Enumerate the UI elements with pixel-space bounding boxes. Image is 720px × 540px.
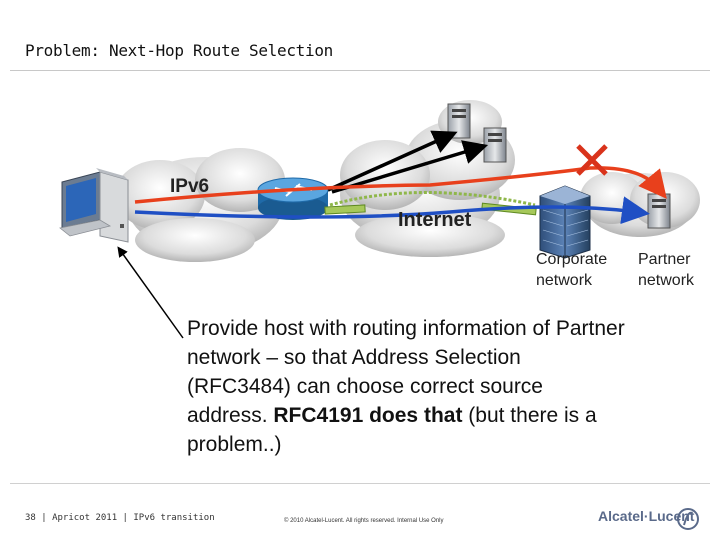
callout-pointer: [117, 246, 184, 339]
desktop-computer-icon: [59, 168, 129, 243]
office-building-icon: [539, 185, 591, 259]
partner-network-label: Partner network: [638, 251, 695, 289]
router-icon: [257, 177, 329, 220]
footer-slide-info: 38 | Apricot 2011 | IPv6 transition: [25, 513, 215, 523]
server-icon: [647, 193, 671, 229]
alcatel-lucent-logo-text: Alcatel·Lucent: [598, 508, 695, 524]
corporate-network-label: Corporate network: [536, 251, 608, 289]
ipv6-label: IPv6: [170, 176, 210, 197]
footer-divider: [10, 483, 710, 484]
black-route-arrows: [327, 130, 489, 194]
title-divider: [10, 70, 710, 71]
blue-route: [134, 196, 650, 225]
blocked-x-icon: [576, 144, 608, 176]
partner-cloud: [580, 172, 700, 237]
callout-text: Provide host with routing information of…: [187, 317, 625, 456]
slide-title: Problem: Next-Hop Route Selection: [25, 41, 333, 60]
footer-copyright: © 2010 Alcatel-Lucent. All rights reserv…: [284, 518, 444, 524]
alcatel-lucent-logo-icon: [677, 508, 699, 530]
red-route: [134, 166, 667, 204]
internet-label: Internet: [398, 209, 472, 231]
